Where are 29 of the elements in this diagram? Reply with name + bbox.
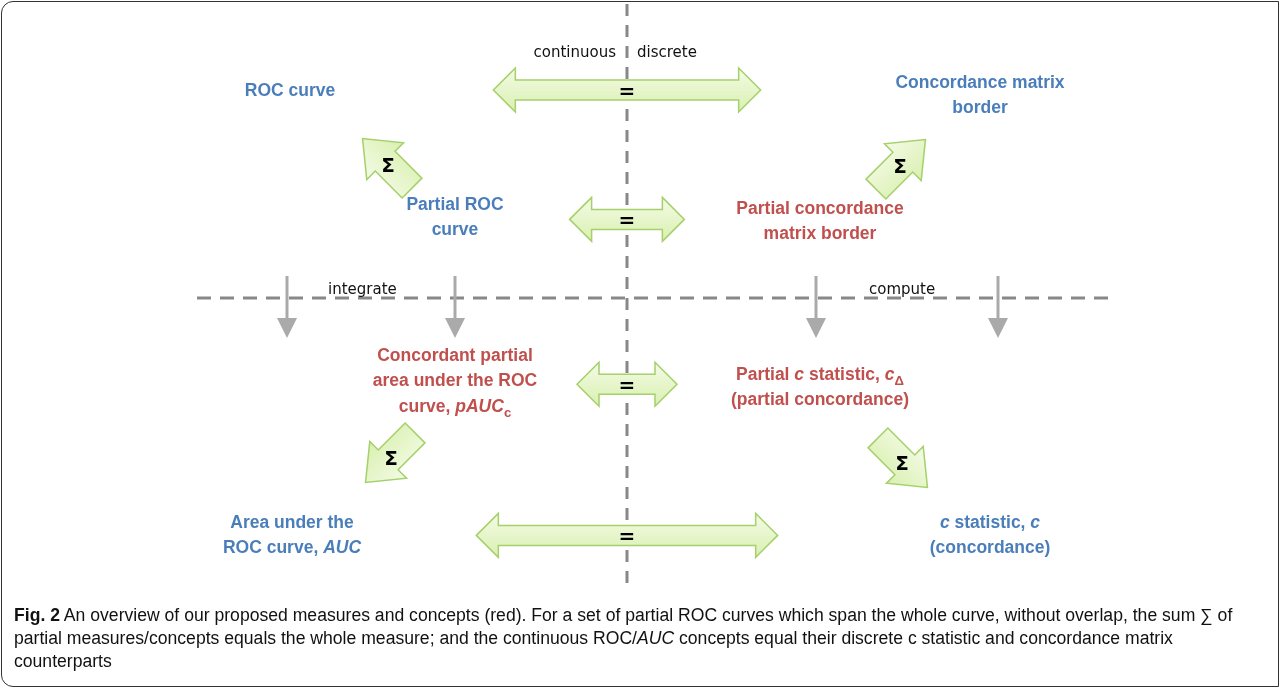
axis-label: integrate — [328, 280, 397, 298]
edge-label: Σ — [893, 156, 907, 176]
edge-label: Σ — [381, 155, 395, 175]
concept-label: ROC curve — [190, 64, 390, 118]
edge-label: = — [618, 526, 636, 547]
concept-label: c statistic, c (concordance) — [925, 510, 1055, 561]
edge-label: = — [618, 81, 636, 102]
double-block-arrow — [575, 360, 679, 409]
concept-label: Partial c statistic, c$_{Δ}$ (partial concordance) — [717, 362, 923, 413]
block-arrow — [867, 427, 929, 489]
concept-label: Partial ROC curve — [405, 192, 505, 243]
concept-label: Concordance matrix border — [885, 70, 1075, 121]
edge-label: Σ — [895, 453, 909, 473]
concept-label: Partial concordance matrix border — [717, 196, 923, 247]
axis-label: discrete — [637, 43, 697, 61]
axis-label: continuous — [533, 43, 616, 61]
edge-label: = — [618, 375, 636, 396]
axis-label: compute — [869, 280, 936, 298]
edge-label: = — [618, 210, 636, 231]
double-block-arrow — [568, 195, 686, 244]
concept-label: Area under the ROC curve, AUC — [217, 510, 367, 561]
double-block-arrow — [492, 66, 762, 114]
block-arrow — [361, 137, 423, 199]
block-arrow — [865, 138, 927, 200]
double-block-arrow — [475, 511, 779, 560]
concept-label: Concordant partial area under the ROC curve, pAUC$_{c}$ — [369, 343, 541, 420]
figure-caption: Fig. 2 An overview of our proposed measures and concepts (red). For a set of partial ROC curves which span the whole curve, without overlap, the sum ∑ of partial measures/concepts equals the whole measure; and the continuous ROC/AUC concepts equal their discrete c statistic and concordance matrix counterparts — [14, 604, 1234, 673]
block-arrow — [364, 422, 426, 484]
edge-label: Σ — [384, 448, 398, 468]
